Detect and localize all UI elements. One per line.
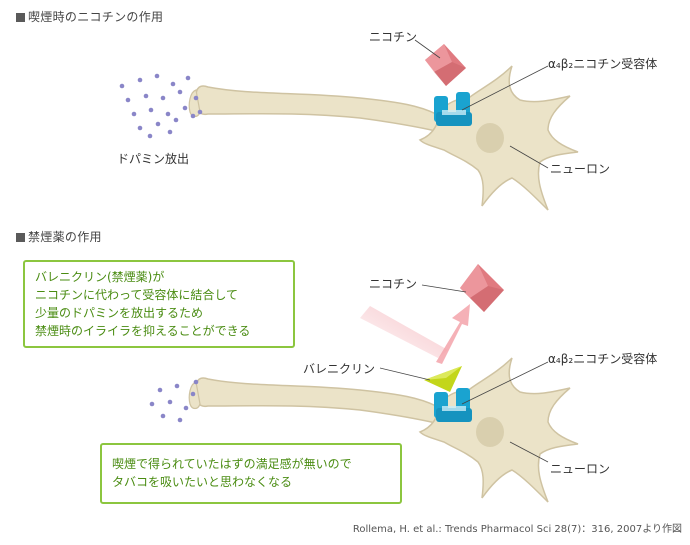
dopamine-dot [160,95,166,101]
nicotine-molecule-2 [460,264,504,312]
note-varenicline-effect: バレニクリン(禁煙薬)が ニコチンに代わって受容体に結合して 少量のドパミンを放… [23,260,295,348]
leader-lines-1 [414,39,549,169]
note-no-satisfaction: 喫煙で得られていたはずの満足感が無いので タバコを吸いたいと思わなくなる [100,443,402,504]
dopamine-dot [170,81,176,87]
dopamine-dot [137,77,143,83]
dopamine-dot [174,383,180,389]
note-top-line: 禁煙時のイライラを抑えることができる [35,324,251,338]
receptor-1 [434,92,472,126]
dopamine-dot [173,117,179,123]
neuron-1-axon [194,85,441,134]
dopamine-dots-1 [119,73,203,139]
dopamine-dot [160,413,166,419]
dopamine-dot [155,121,161,127]
note-top-line: ニコチンに代わって受容体に結合して [35,288,239,302]
dopamine-dot [167,129,173,135]
label-nicotine-2: ニコチン [369,277,418,291]
leader-lines-2 [379,284,549,463]
section-1-heading-text: 喫煙時のニコチンの作用 [28,10,164,24]
dopamine-dot [147,133,153,139]
dopamine-dots-2 [149,379,199,423]
note-top-line: 少量のドパミンを放出するため [35,306,204,320]
note-top-line: バレニクリン(禁煙薬)が [35,270,165,284]
dopamine-dot [197,109,203,115]
neuron-2-axon [194,377,441,426]
dopamine-dot [182,105,188,111]
displacement-arrow [360,304,470,364]
label-dopamine-release: ドパミン放出 [117,152,190,166]
source-citation: Rollema, H. et al.: Trends Pharmacol Sci… [352,524,682,535]
neuron-1-nucleus [476,123,504,153]
section-2-heading-text: 禁煙薬の作用 [28,230,102,244]
label-neuron-2: ニューロン [550,462,611,476]
dopamine-dot [193,95,199,101]
dopamine-dot [177,417,183,423]
note-bottom-line: タバコを吸いたいと思わなくなる [112,475,293,489]
section-2-heading: 禁煙薬の作用 [16,228,102,245]
neuron-1-terminal [188,89,201,118]
note-bottom-line: 喫煙で得られていたはずの満足感が無いので [112,457,352,471]
dopamine-dot [167,399,173,405]
label-neuron-1: ニューロン [550,162,611,176]
heading-square-icon [16,233,25,242]
receptor-2 [434,388,472,422]
label-varenicline: バレニクリン [303,362,376,376]
dopamine-dot [183,405,189,411]
neuron-2-nucleus [476,417,504,447]
neuron-1 [188,65,579,211]
label-receptor-2: α₄β₂ニコチン受容体 [548,352,658,366]
dopamine-dot [149,401,155,407]
heading-square-icon [16,13,25,22]
dopamine-dot [154,73,160,79]
dopamine-dot [131,111,137,117]
dopamine-dot [137,125,143,131]
nicotine-molecule-1 [425,44,466,86]
dopamine-dot [190,391,196,397]
varenicline-molecule [424,366,462,392]
dopamine-dot [157,387,163,393]
dopamine-dot [193,379,199,385]
dopamine-dot [143,93,149,99]
dopamine-dot [190,113,196,119]
dopamine-dot [177,89,183,95]
dopamine-dot [165,111,171,117]
label-receptor-1: α₄β₂ニコチン受容体 [548,57,658,71]
label-nicotine-1: ニコチン [369,30,418,44]
dopamine-dot [185,75,191,81]
dopamine-dot [119,83,125,89]
dopamine-dot [148,107,154,113]
section-1-heading: 喫煙時のニコチンの作用 [16,8,163,25]
dopamine-dot [125,97,131,103]
